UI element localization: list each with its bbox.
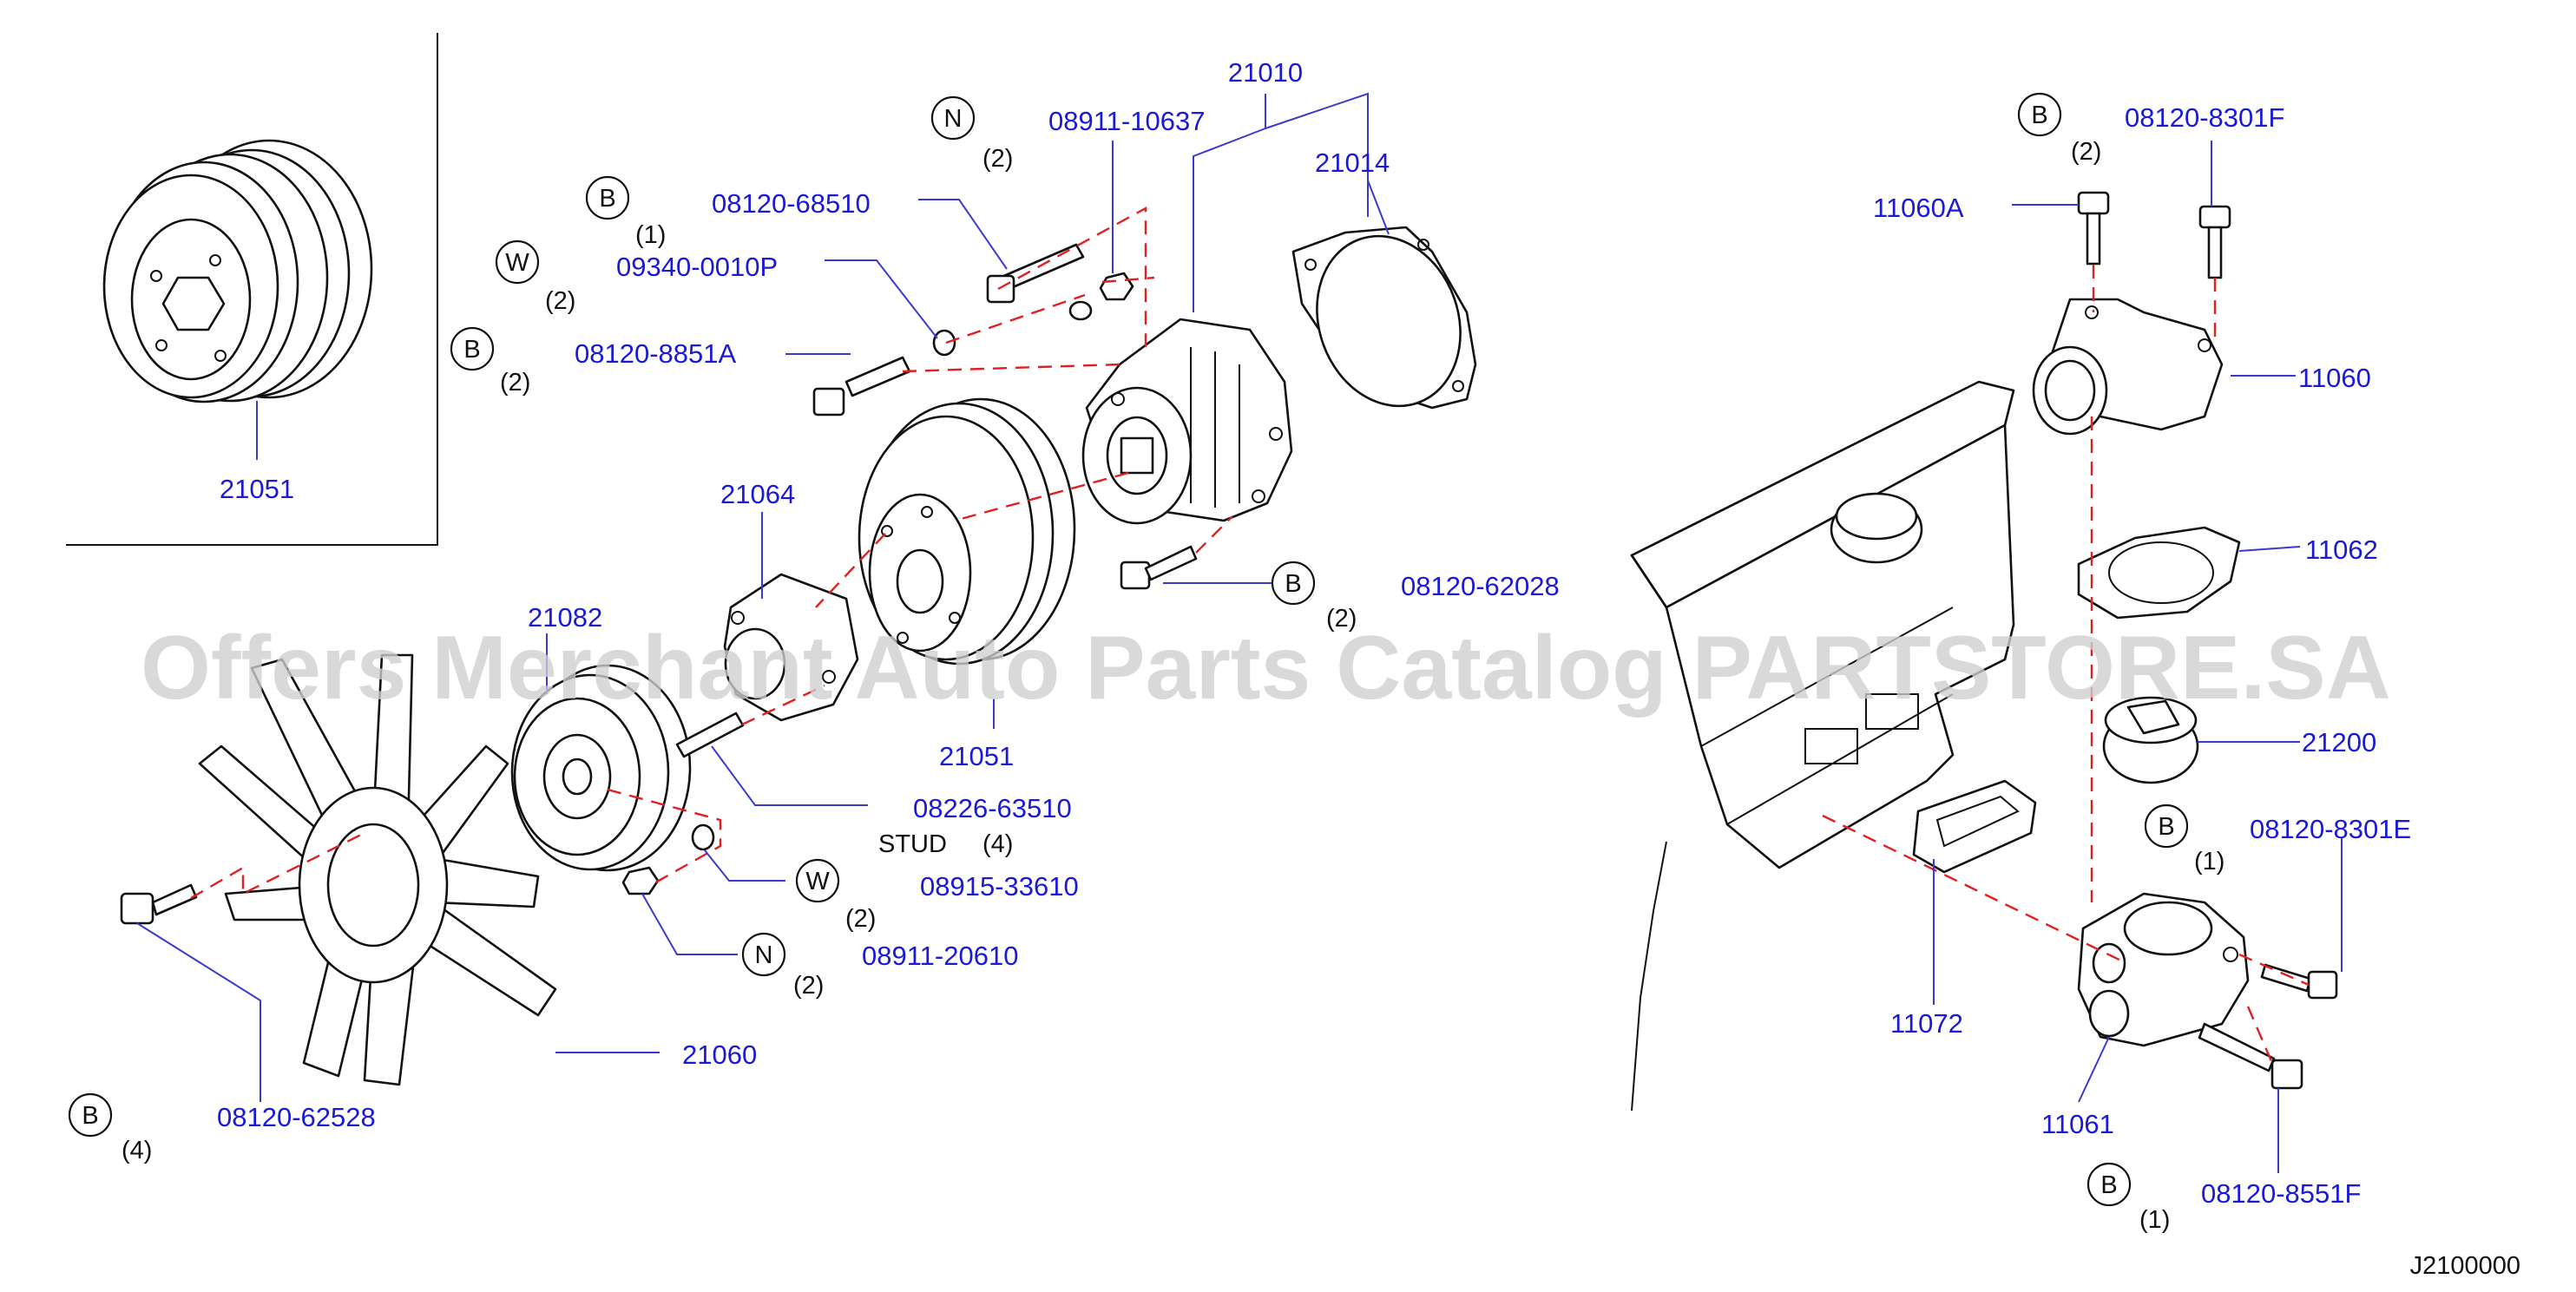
washer-09340-0010P (932, 329, 956, 357)
callout-11061[interactable]: 11061 (2041, 1109, 2114, 1139)
watermark-text: Offers Merchant Auto Parts Catalog PARTS… (141, 618, 2391, 718)
svg-text:B: B (1285, 570, 1301, 598)
svg-text:W: W (505, 249, 529, 277)
symbol-b-3: B (1271, 561, 1316, 606)
callout-08911-10637[interactable]: 08911-10637 (1048, 106, 1205, 136)
callout-08226-63510[interactable]: 08226-63510 (913, 793, 1072, 823)
callout-08911-20610[interactable]: 08911-20610 (862, 941, 1018, 971)
callout-11060[interactable]: 11060 (2298, 363, 2371, 393)
symbol-b-1: B (585, 175, 630, 220)
bolt-08120-68510 (986, 243, 1085, 304)
bolt-08120-8551F (2198, 1022, 2303, 1090)
pulley-illustration (858, 397, 1076, 666)
qty-n-2: (2) (793, 972, 824, 1000)
qty-w-2: (2) (845, 905, 876, 933)
bolt-08120-62028 (1120, 545, 1198, 590)
bolt-08120-62528 (120, 883, 198, 925)
nut-08911-20610 (621, 866, 660, 895)
callout-11062[interactable]: 11062 (2305, 535, 2378, 565)
qty-b-7: (1) (2139, 1206, 2170, 1234)
svg-text:N: N (755, 941, 773, 969)
assembly-axes (190, 206, 2310, 1068)
thermostat-housing-11061-illustration (2077, 892, 2250, 1047)
qty-b-6: (1) (2194, 848, 2224, 876)
svg-text:N: N (944, 105, 963, 133)
callout-08120-62028[interactable]: 08120-62028 (1401, 571, 1560, 601)
svg-text:B: B (2100, 1171, 2117, 1199)
svg-text:B: B (82, 1102, 98, 1130)
symbol-b-6: B (2144, 803, 2189, 849)
callout-08120-62528[interactable]: 08120-62528 (217, 1102, 376, 1132)
qty-b-1: (1) (635, 221, 666, 249)
engine-head-illustration (1630, 380, 2015, 1112)
svg-text:W: W (805, 868, 830, 895)
washer-08915-33610 (691, 823, 715, 851)
qty-n-1: (2) (982, 145, 1013, 173)
qty-b-3: (2) (1326, 605, 1357, 633)
svg-text:B: B (463, 336, 480, 364)
bolt-08120-8851A (812, 356, 911, 416)
callout-11060A[interactable]: 11060A (1873, 193, 1964, 223)
callout-21064[interactable]: 21064 (720, 479, 795, 509)
inset-frame (66, 33, 438, 546)
gasket-illustration (1291, 226, 1477, 410)
callout-11072[interactable]: 11072 (1890, 1008, 1963, 1039)
svg-text:B: B (2031, 102, 2047, 129)
svg-text:B: B (2158, 813, 2174, 841)
gasket-11072-illustration (1912, 779, 2037, 874)
qty-w-1: (2) (545, 287, 575, 315)
qty-b-4: (4) (122, 1137, 152, 1164)
callout-21200[interactable]: 21200 (2302, 727, 2376, 757)
nut-08911-10637 (1068, 272, 1134, 321)
callout-21060[interactable]: 21060 (682, 1040, 757, 1070)
water-pump-illustration (1081, 318, 1293, 525)
qty-b-5: (2) (2071, 138, 2101, 166)
stud-label: STUD (878, 830, 947, 858)
symbol-n-1: N (930, 95, 976, 141)
callout-08915-33610[interactable]: 08915-33610 (920, 871, 1079, 902)
callout-08120-8301E[interactable]: 08120-8301E (2250, 814, 2411, 844)
spacer-illustration (723, 573, 859, 722)
leader-lines (136, 92, 2343, 1173)
diagram-id: J2100000 (2410, 1252, 2520, 1280)
fan-clutch-illustration (510, 664, 692, 872)
inset-pulley-illustration (102, 139, 373, 403)
gasket-11062-illustration (2077, 526, 2241, 620)
callout-08120-8301F[interactable]: 08120-8301F (2125, 102, 2284, 133)
callout-09340-0010P[interactable]: 09340-0010P (616, 252, 778, 282)
symbol-b-5: B (2017, 92, 2062, 137)
callout-21010[interactable]: 21010 (1228, 57, 1303, 88)
fan-illustration (198, 653, 557, 1086)
qty-b-2: (2) (500, 369, 530, 397)
thermostat-illustration (2102, 696, 2199, 784)
water-outlet-11060-illustration (2032, 298, 2224, 436)
symbol-b-4: B (68, 1092, 113, 1138)
qty-stud: (4) (982, 830, 1013, 858)
bolt-08120-8301E (2260, 963, 2338, 1000)
symbol-w-1: W (495, 239, 540, 285)
bolt-08120-8301F (2198, 205, 2231, 279)
callout-08120-68510[interactable]: 08120-68510 (712, 188, 871, 219)
callout-08120-8851A[interactable]: 08120-8851A (575, 338, 736, 369)
symbol-b-2: B (450, 326, 495, 371)
callout-21051-inset[interactable]: 21051 (220, 474, 294, 504)
symbol-b-7: B (2086, 1162, 2132, 1207)
stud-08226-63510 (675, 712, 745, 758)
callout-08120-8551F[interactable]: 08120-8551F (2201, 1178, 2361, 1209)
callout-21082[interactable]: 21082 (528, 602, 602, 633)
symbol-n-2: N (741, 932, 786, 977)
callout-21014[interactable]: 21014 (1315, 148, 1390, 178)
callout-21051[interactable]: 21051 (939, 741, 1014, 771)
symbol-w-2: W (795, 858, 840, 903)
svg-text:B: B (599, 185, 615, 213)
bolt-11060A (2077, 191, 2110, 266)
